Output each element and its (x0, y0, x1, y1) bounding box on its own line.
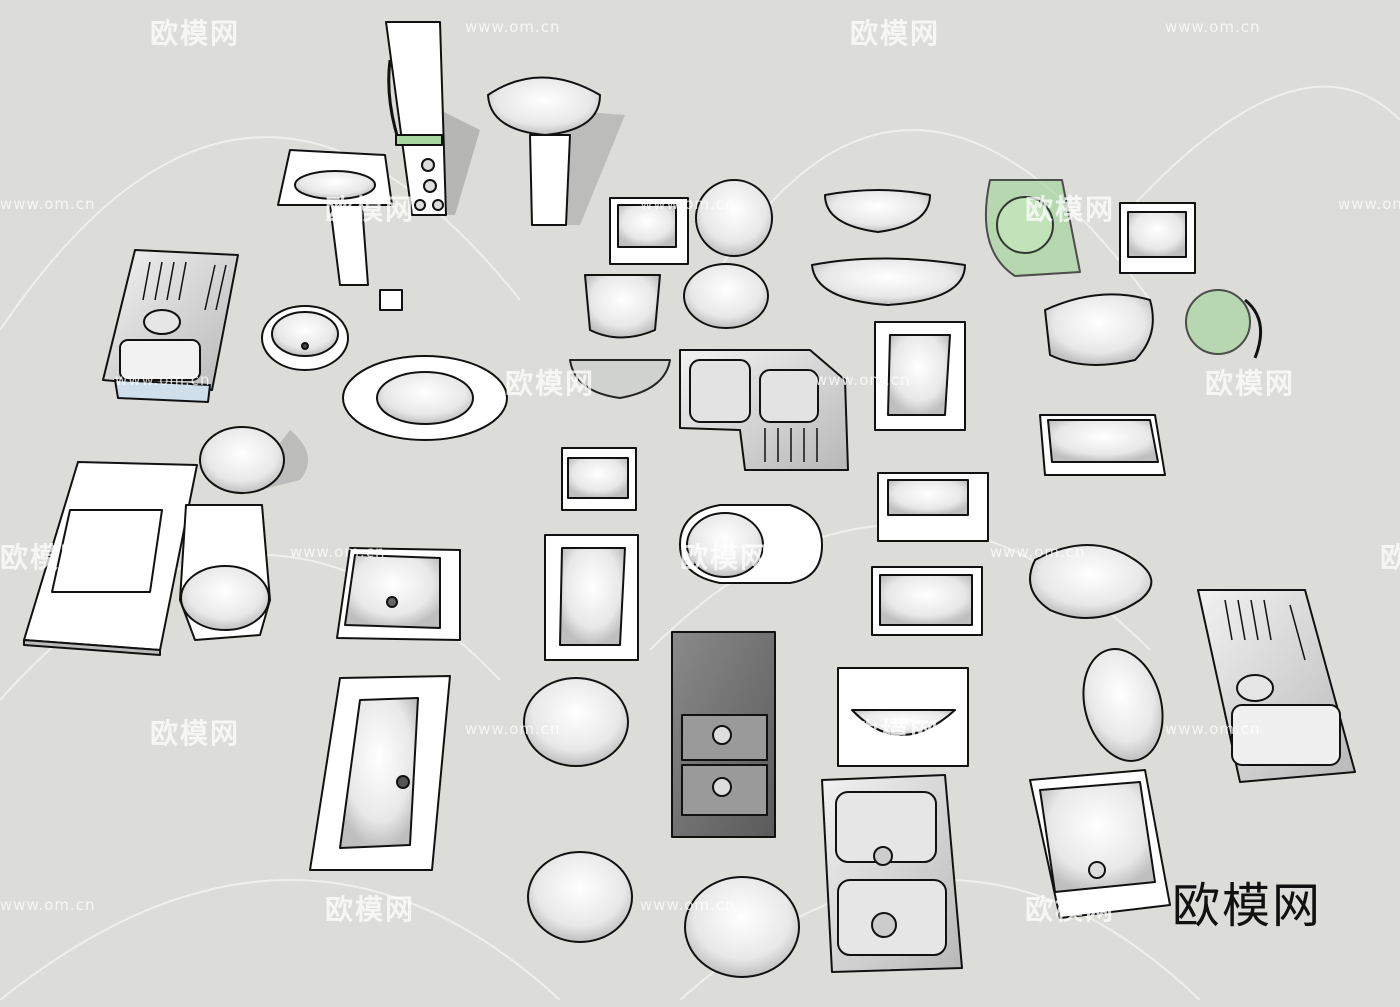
pedestal-sink-square (277, 149, 403, 311)
round-bowl-top (683, 263, 769, 329)
flat-slab-basin (1039, 414, 1166, 476)
rounded-square-basin (1044, 293, 1154, 366)
watermark-url: www.om.cn (1165, 720, 1261, 738)
pedestal-sink-oval (487, 76, 625, 226)
watermark-url: www.om.cn (640, 195, 736, 213)
drum-basin (695, 179, 773, 257)
square-basin-top (609, 197, 689, 265)
watermark-logo-text: 欧模网 (1025, 893, 1116, 926)
watermark-logo-text: 欧模网 (505, 367, 596, 400)
deep-rect-basin (1029, 769, 1171, 919)
round-vessel-bottom-mid (684, 876, 800, 978)
long-vanity-basin (309, 675, 451, 871)
watermark-logo-text: 欧模网 (150, 717, 241, 750)
watermark-logo-text: 欧模网 (680, 541, 771, 574)
steel-double-sink (821, 774, 963, 973)
vessel-bowl-left (199, 426, 308, 495)
watermark-url: www.om.cn (1338, 195, 1400, 213)
rect-basin-tall (874, 321, 966, 431)
corner-double-sink (679, 349, 849, 471)
round-vessel-mid (523, 677, 629, 767)
watermark-url: www.om.cn (815, 371, 911, 389)
watermark-url: www.om.cn (465, 720, 561, 738)
watermark-url: www.om.cn (990, 543, 1086, 561)
square-wall-basin (336, 547, 461, 641)
brand-logo-text: 欧模网 (1172, 878, 1323, 934)
small-square-basin-right (1119, 202, 1196, 274)
watermark-url: www.om.cn (0, 195, 96, 213)
oval-counter-basin (342, 355, 508, 441)
shell-corner-basin (1029, 544, 1153, 619)
glass-round-basin (1185, 289, 1263, 359)
glass-halfmoon-basin (569, 359, 671, 399)
watermark-logo-text: 欧模网 (325, 193, 416, 226)
corner-basin (179, 504, 271, 641)
drainboard-sink-right (1197, 589, 1356, 783)
watermark-logo-text: 欧模网 (1380, 541, 1400, 574)
watermark-logo-text: 欧模网 (150, 17, 241, 50)
watermark-logo-text: 欧模网 (850, 717, 941, 750)
watermark-logo-text: 欧模网 (325, 893, 416, 926)
watermark-logo-text: 欧模网 (850, 17, 941, 50)
round-basin-small (261, 305, 349, 371)
curved-basin-small (824, 189, 931, 233)
round-basin-with-drainer (679, 504, 823, 584)
small-square-basin (561, 447, 637, 511)
semi-round-wall-basin (837, 667, 969, 767)
watermark-logo-text: 欧模网 (1025, 193, 1116, 226)
watermark-url: www.om.cn (290, 543, 386, 561)
glass-corner-basin (984, 179, 1081, 277)
vanity-top-large (23, 461, 198, 656)
watermark-url: www.om.cn (465, 18, 561, 36)
watermark-url: www.om.cn (640, 896, 736, 914)
watermark-url: www.om.cn (1165, 18, 1261, 36)
oval-vessel-right (1082, 648, 1164, 762)
watermark-logo-text: 欧模网 (0, 541, 91, 574)
soft-square-basin (584, 274, 661, 339)
rect-vanity-mid (544, 534, 639, 661)
flat-rect-basin (871, 566, 983, 636)
drainboard-sink-left (102, 249, 239, 403)
shower-panel (385, 21, 480, 216)
watermark-logo-text: 欧模网 (1205, 367, 1296, 400)
curved-basin-large (811, 257, 966, 306)
watermark-url: www.om.cn (115, 371, 211, 389)
dark-double-sink (671, 631, 776, 838)
rect-basin-mid-right (877, 472, 989, 542)
watermark-url: www.om.cn (0, 896, 96, 914)
round-vessel-bottom (527, 851, 633, 943)
